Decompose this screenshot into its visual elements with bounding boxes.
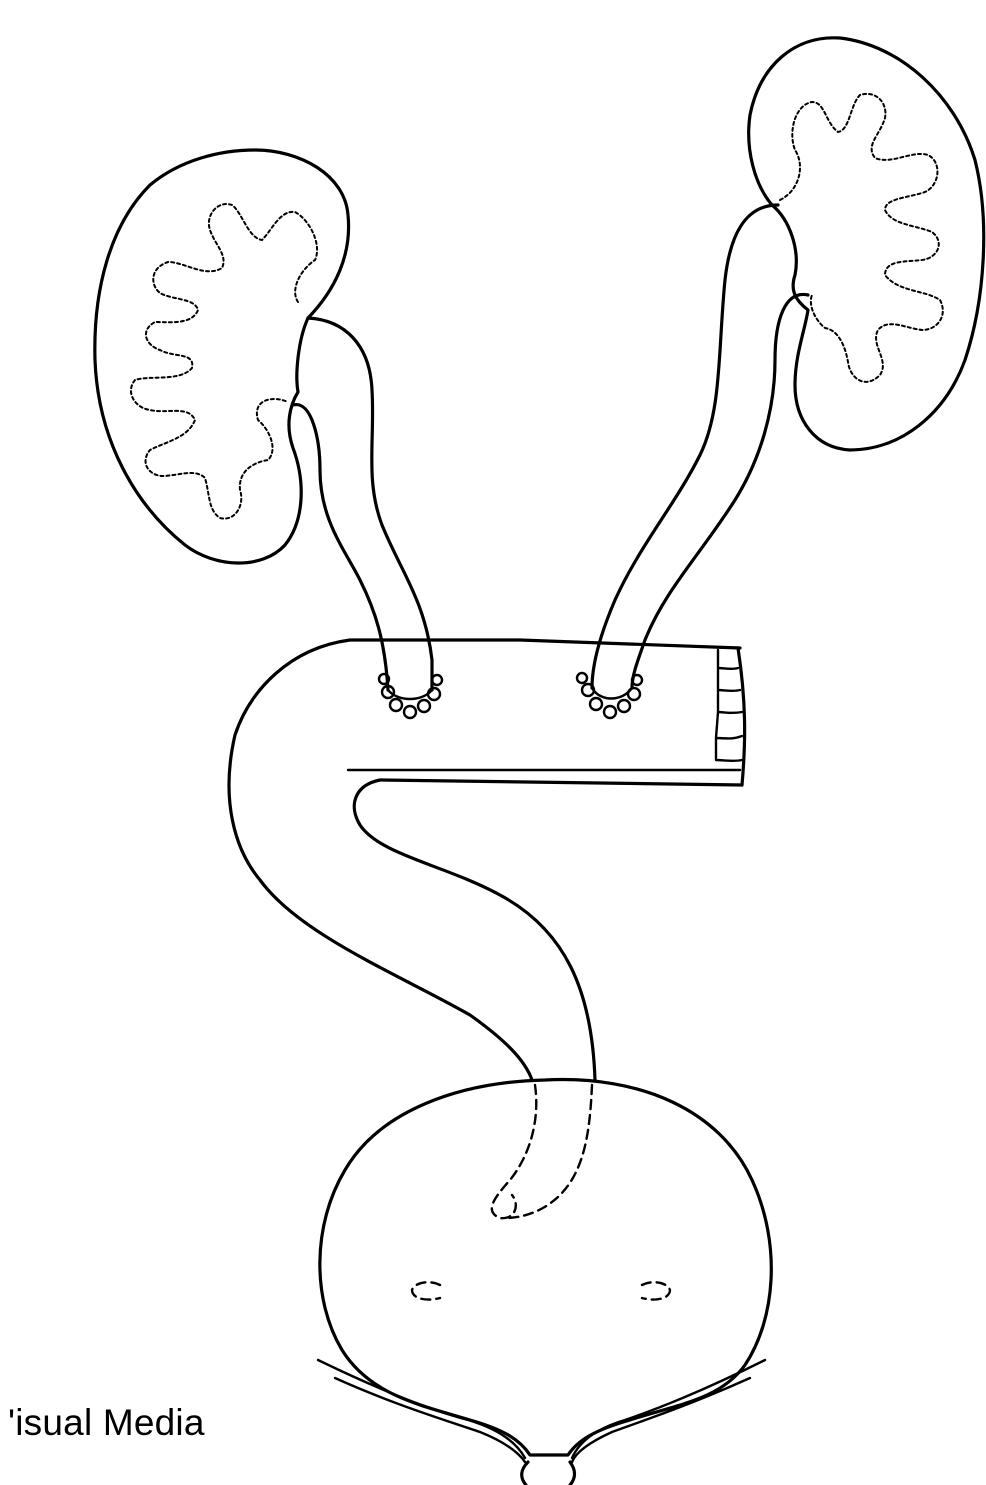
left-ureter-medial-wall [293, 405, 388, 690]
pelvic-floor-left [318, 1360, 525, 1458]
right-ureteral-orifice [642, 1282, 670, 1299]
right-kidney [749, 38, 984, 450]
conduit-intravesical-segment-outer [492, 1085, 536, 1218]
conduit-upper-outer-wall [229, 640, 740, 1080]
urethra-left-wall [522, 1462, 528, 1485]
left-ureter [293, 318, 432, 699]
urethra-right-wall [570, 1462, 575, 1485]
right-kidney-outline [749, 38, 984, 450]
pelvic-floor-and-urethra [318, 1360, 765, 1485]
right-ureter-lateral-wall [592, 205, 778, 688]
left-ureter-lateral-wall [308, 318, 432, 690]
conduit-intravesical-segment-inner [505, 1085, 592, 1218]
left-kidney-outline [95, 150, 349, 563]
bowel-conduit [229, 640, 745, 1080]
left-anastomosis-sutures [379, 674, 442, 718]
conduit-stoma-mucosa [716, 650, 742, 761]
left-kidney [95, 150, 349, 563]
pelvic-floor-right-lower [572, 1378, 750, 1462]
right-anastomosis-sutures [577, 673, 642, 718]
watermark-text: 'isual Media [8, 1402, 205, 1444]
right-ureter [592, 205, 808, 699]
conduit-inner-wall [354, 780, 742, 1080]
pelvic-floor-left-lower [335, 1378, 525, 1462]
left-ureteral-orifice [412, 1282, 440, 1299]
right-ureter-tip [592, 688, 632, 699]
